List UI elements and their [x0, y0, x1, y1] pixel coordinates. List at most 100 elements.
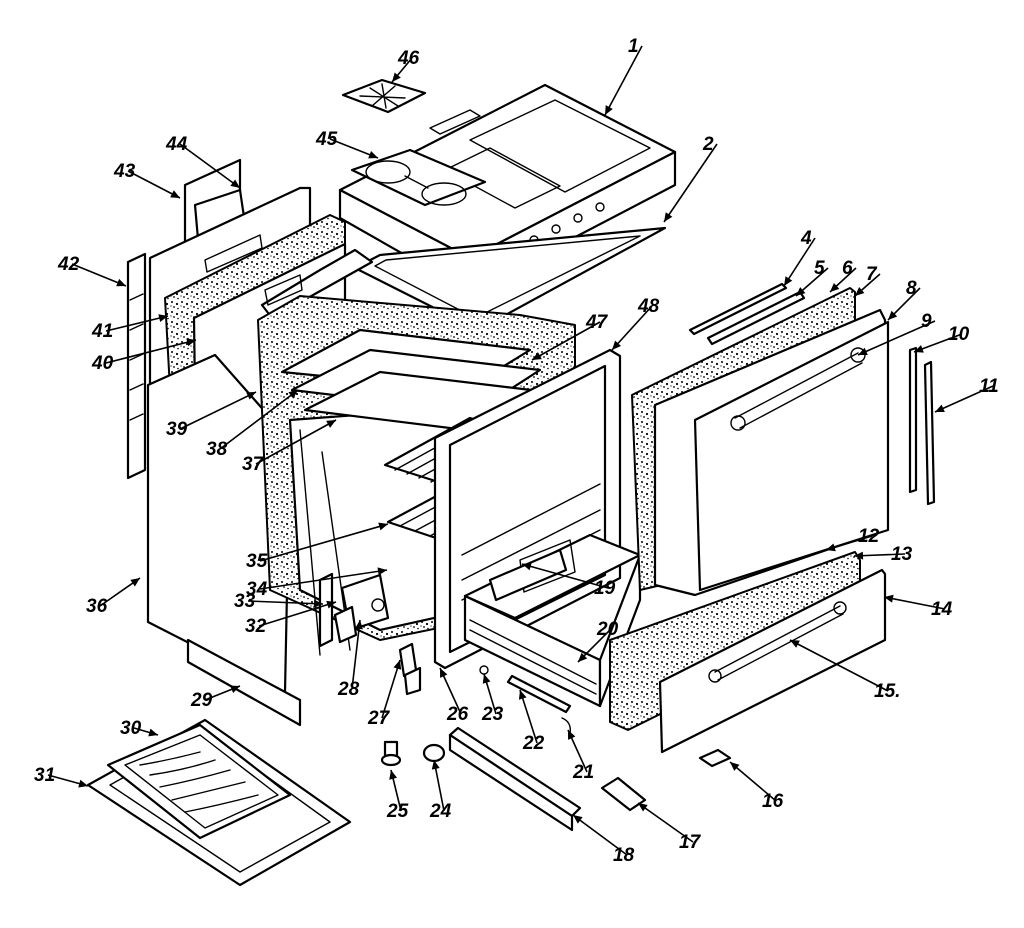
callout-number: 14: [931, 599, 953, 620]
callout-number: 13: [891, 544, 913, 565]
arrow-head: [612, 340, 622, 350]
callout-number: 29: [190, 690, 213, 711]
callout-30: 30: [120, 718, 159, 739]
arrow-head: [186, 338, 196, 347]
arrow-head: [826, 543, 836, 552]
callout-number: 46: [397, 48, 420, 69]
arrow-head: [158, 314, 168, 323]
part-10-11-door-side-trim: [908, 346, 936, 506]
part-32-33-34-valve-bracket: [318, 572, 390, 648]
callout-16: 16: [729, 761, 784, 812]
arrow-head: [532, 352, 542, 360]
callout-number: 24: [429, 801, 452, 822]
part-30-31-broiler-pan: [86, 718, 352, 887]
callout-22: 22: [518, 689, 545, 754]
callout-number: 38: [206, 439, 228, 460]
callout-11: 11: [934, 376, 999, 413]
arrow-head: [730, 762, 740, 771]
callout-number: 2: [702, 134, 714, 155]
leader-line: [179, 143, 241, 189]
leader-line: [219, 389, 299, 450]
callout-number: 23: [481, 704, 504, 725]
leader-line: [247, 600, 324, 605]
callout-number: 42: [57, 254, 80, 275]
leader-line: [789, 639, 889, 692]
part-16-hinge: [698, 748, 732, 768]
arrow-head: [790, 640, 800, 648]
arrow-head: [830, 282, 840, 292]
callout-number: 47: [585, 312, 609, 333]
callout-number: 7: [866, 264, 878, 285]
arrow-head: [377, 567, 387, 576]
leader-line: [611, 305, 653, 351]
part-14-drawer-front: [658, 568, 887, 754]
callout-number: 25: [386, 801, 409, 822]
arrow-head: [230, 685, 240, 694]
callout-number: 35: [246, 551, 268, 572]
callout-4: 4: [783, 228, 816, 287]
callout-40: 40: [91, 338, 197, 374]
arrow-head: [313, 599, 323, 608]
callout-number: 18: [613, 845, 635, 866]
callout-number: 1: [628, 36, 639, 57]
leader-line: [259, 569, 388, 590]
callout-number: 20: [596, 619, 619, 640]
callout-12: 12: [825, 526, 880, 552]
leader-line: [351, 619, 361, 690]
part-45-burner-box: [350, 148, 487, 207]
callout-46: 46: [391, 48, 420, 83]
arrow-head: [796, 287, 806, 296]
callout-5: 5: [795, 258, 829, 297]
leader-line: [179, 391, 257, 430]
arrow-head: [664, 212, 673, 222]
arrow-head: [482, 674, 491, 684]
arrow-head: [884, 594, 894, 603]
leader-line: [258, 601, 337, 627]
callout-39: 39: [166, 391, 257, 440]
callout-7: 7: [854, 264, 881, 297]
callout-47: 47: [531, 312, 609, 361]
part-26-27-leveling-legs: [398, 642, 422, 696]
callout-9: 9: [857, 311, 936, 356]
leader-line: [381, 659, 401, 719]
arrow-head: [326, 600, 336, 609]
leader-line: [934, 385, 994, 413]
callout-number: 48: [637, 296, 660, 317]
callout-number: 28: [337, 679, 360, 700]
callout-26: 26: [439, 667, 469, 725]
leader-line: [105, 339, 197, 364]
callout-35: 35: [246, 522, 389, 572]
arrow-head: [573, 815, 583, 824]
callout-48: 48: [611, 296, 660, 351]
arrow-head: [784, 276, 793, 286]
callout-number: 10: [948, 324, 970, 345]
arrow-head: [354, 620, 363, 630]
callout-36: 36: [86, 577, 141, 617]
arrow-head: [288, 390, 298, 399]
part-17-bracket: [600, 776, 647, 812]
callout-number: 43: [113, 161, 136, 182]
leader-line: [105, 315, 169, 332]
arrow-head: [568, 730, 576, 740]
callout-41: 41: [91, 314, 169, 342]
callout-number: 11: [979, 376, 999, 397]
callout-29: 29: [190, 685, 241, 711]
callout-number: 4: [800, 228, 812, 249]
part-19-drawer-bracket: [488, 548, 568, 602]
callout-number: 31: [34, 765, 55, 786]
callout-number: 37: [242, 454, 265, 475]
part-42-side-trim: [126, 252, 147, 480]
callout-number: 17: [679, 832, 702, 853]
callout-number: 26: [446, 704, 469, 725]
leader-line: [259, 523, 389, 562]
arrow-head: [230, 179, 240, 188]
arrow-head: [78, 779, 88, 788]
arrow-head: [116, 278, 126, 287]
callout-number: 21: [572, 762, 594, 783]
arrow-head: [246, 392, 256, 400]
callout-28: 28: [337, 619, 363, 700]
part-46-burner-grate: [341, 78, 427, 114]
